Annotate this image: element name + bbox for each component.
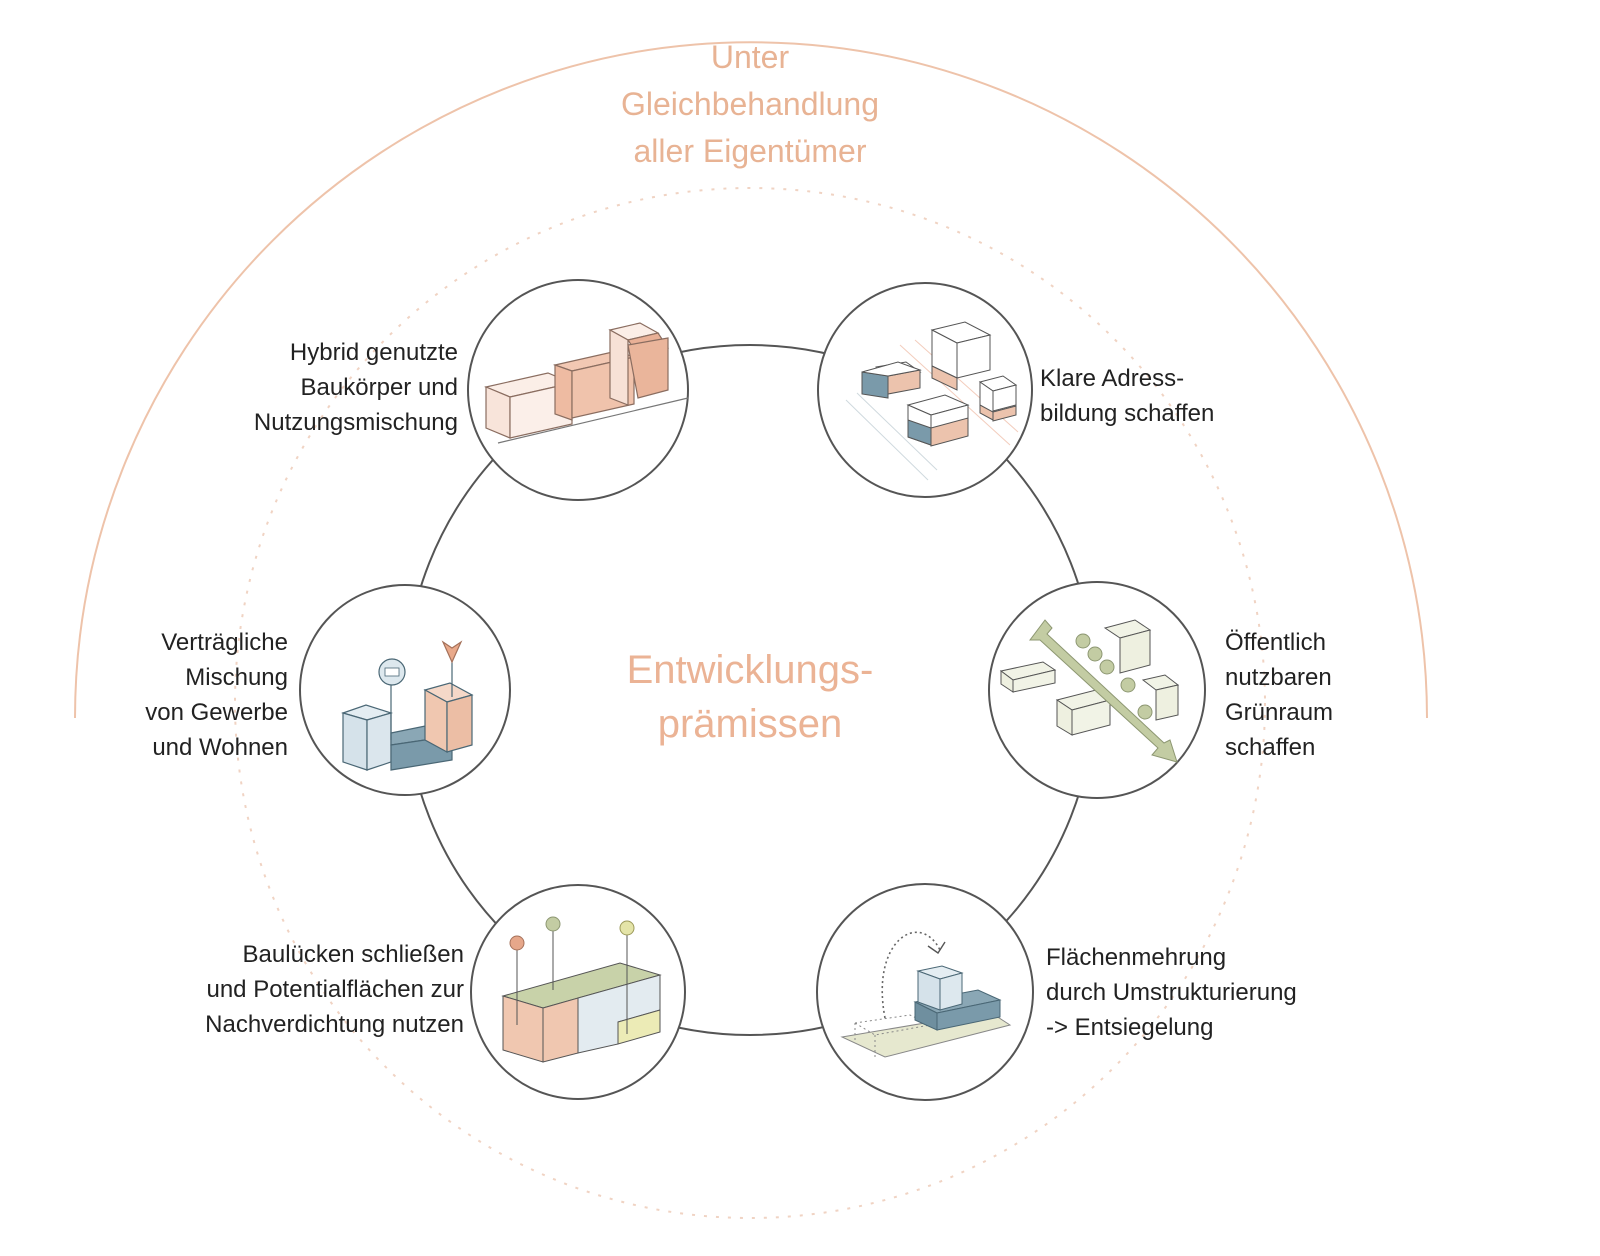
premise-label: Verträgliche — [161, 629, 288, 656]
tree-icon — [1137, 704, 1153, 720]
outer-title-line: Unter — [711, 39, 790, 75]
infill-block-illustration — [501, 916, 662, 1063]
node-bauluecken — [470, 884, 686, 1100]
premise-label: nutzbaren — [1225, 664, 1332, 691]
premise-label: Mischung — [185, 664, 288, 691]
dotted-circle — [234, 187, 1266, 1219]
premise-label: Hybrid genutzte — [290, 339, 458, 366]
premise-label: Nachverdichtung nutzen — [205, 1011, 464, 1038]
address-blocks-illustration — [845, 321, 1019, 481]
premise-label: Öffentlich — [1225, 629, 1326, 656]
green-corridor-illustration — [999, 619, 1180, 763]
premise-label: durch Umstrukturierung — [1046, 979, 1297, 1006]
pin-icon — [619, 920, 635, 936]
outer-arc — [74, 41, 1428, 719]
restructuring-illustration — [840, 931, 1012, 1060]
node-gruenraum — [988, 581, 1206, 799]
node-adresse — [817, 282, 1033, 498]
premise-label: und Potentialflächen zur — [206, 976, 464, 1003]
premise-label: schaffen — [1225, 734, 1315, 761]
outer-title-line: aller Eigentümer — [634, 133, 867, 169]
green-arrow-icon — [1029, 619, 1178, 763]
premise-label: Baulücken schließen — [243, 941, 464, 968]
relocation-arrow-icon — [881, 931, 941, 1019]
premise-label: und Wohnen — [152, 734, 288, 761]
tree-icon — [1075, 633, 1091, 649]
tree-icon — [1087, 646, 1103, 662]
node-mischung — [299, 584, 511, 796]
premise-label: -> Entsiegelung — [1046, 1014, 1213, 1041]
home-marker-icon — [441, 640, 463, 664]
mixed-use-illustration — [341, 640, 474, 771]
node-flaechen — [816, 883, 1034, 1101]
tree-icon — [1120, 677, 1136, 693]
node-hybrid — [467, 279, 689, 501]
premise-label: Grünraum — [1225, 699, 1333, 726]
dotted-old-building — [853, 1014, 932, 1060]
premise-label: Nutzungsmischung — [254, 409, 458, 436]
premise-label: bildung schaffen — [1040, 400, 1214, 427]
premise-label: Klare Adress- — [1040, 365, 1184, 392]
pin-icon — [509, 935, 525, 951]
premise-label: Baukörper und — [301, 374, 458, 401]
premise-label: von Gewerbe — [145, 699, 288, 726]
pin-icon — [545, 916, 561, 932]
center-title-line: prämissen — [658, 702, 843, 746]
center-title-line: Entwicklungs- — [627, 648, 874, 692]
outer-title-line: Gleichbehandlung — [621, 86, 879, 122]
tree-icon — [1099, 659, 1115, 675]
hybrid-buildings-illustration — [484, 322, 689, 444]
premise-label: Flächenmehrung — [1046, 944, 1226, 971]
